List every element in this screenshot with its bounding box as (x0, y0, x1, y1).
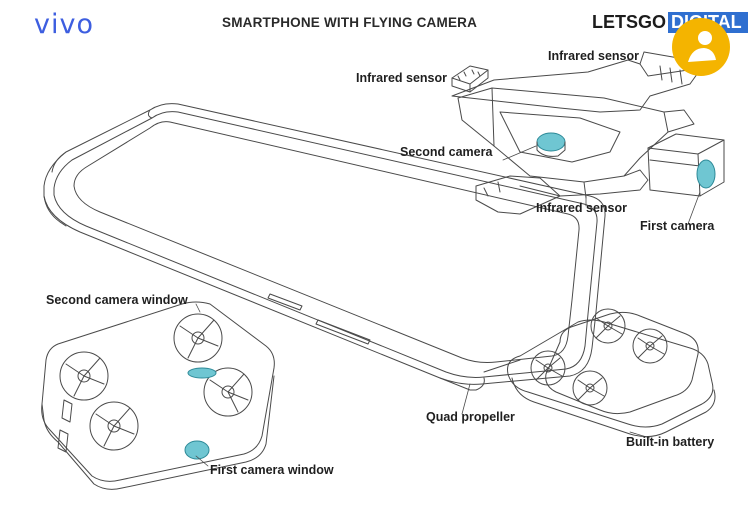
watermark-badge-icon (672, 18, 730, 76)
label-infrared-sensor-top: Infrared sensor (548, 49, 640, 63)
smartphone-drawing (43, 103, 606, 391)
watermark-text-part1: LETSGO (592, 11, 667, 32)
label-first-camera-window: First camera window (210, 463, 334, 477)
drone-drawing (41, 301, 275, 490)
vivo-logo: vivo (34, 9, 94, 40)
label-built-in-battery: Built-in battery (626, 435, 715, 449)
label-quad-propeller: Quad propeller (426, 410, 515, 424)
label-second-camera: Second camera (400, 145, 493, 159)
page-title: SMARTPHONE WITH FLYING CAMERA (222, 15, 478, 30)
label-infrared-sensor-bottom: Infrared sensor (536, 201, 628, 215)
label-infrared-sensor-left: Infrared sensor (356, 71, 448, 85)
label-second-camera-window: Second camera window (46, 293, 188, 307)
camera-module-drawing (451, 51, 725, 215)
dock-propellers (530, 308, 668, 406)
label-first-camera: First camera (640, 219, 715, 233)
drone-propellers (59, 313, 253, 451)
camera-dock-drawing (507, 308, 716, 438)
leader-lines (195, 79, 701, 467)
